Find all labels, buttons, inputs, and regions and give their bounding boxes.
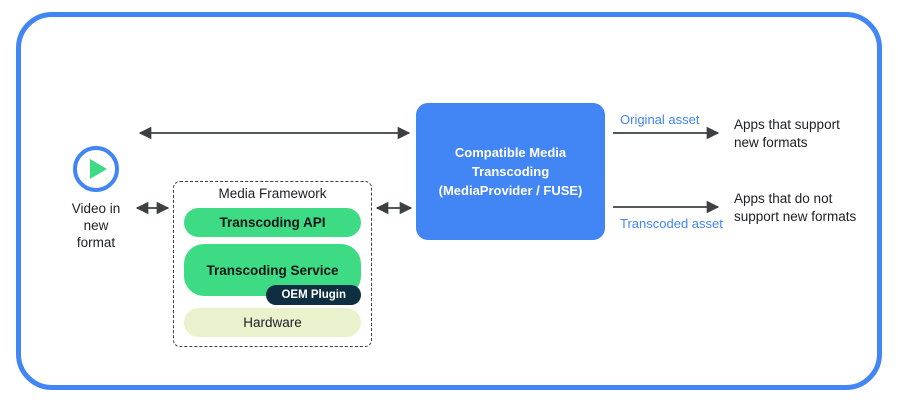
media-framework-group: Media Framework Transcoding API Transcod…: [173, 181, 372, 347]
apps-that-do-not-support-label: Apps that do not support new formats: [734, 191, 857, 224]
transcoded-asset-edge-label: Transcoded asset: [620, 216, 723, 231]
apps-that-support-label: Apps that support new formats: [734, 117, 840, 150]
transcoding-service-label: Transcoding Service: [206, 262, 339, 278]
compatible-media-transcoding-box: Compatible Media Transcoding (MediaProvi…: [416, 103, 605, 240]
oem-plugin-badge: OEM Plugin: [266, 285, 361, 305]
video-source-label: Video in new format: [71, 201, 121, 250]
transcoding-service-block: Transcoding Service OEM Plugin: [184, 244, 361, 305]
hardware-block: Hardware: [184, 308, 361, 337]
media-framework-title: Media Framework: [218, 186, 327, 201]
original-asset-edge-label: Original asset: [620, 112, 700, 127]
play-triangle-icon: [90, 159, 107, 179]
play-circle-icon: [73, 146, 119, 192]
video-source-node: Video in new format: [48, 146, 144, 251]
transcoding-api-block: Transcoding API: [184, 208, 361, 237]
